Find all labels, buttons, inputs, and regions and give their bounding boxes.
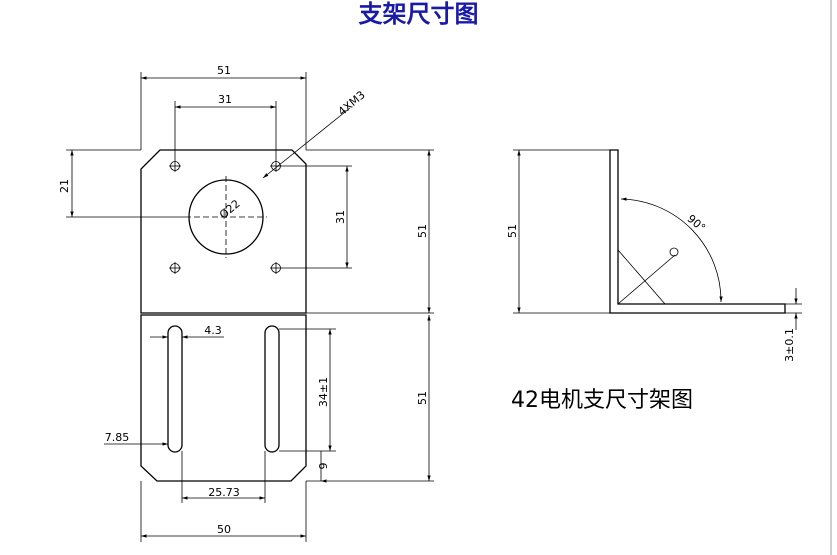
dim-angle: 90° bbox=[685, 212, 708, 234]
dim-slot-offset: 7.85 bbox=[105, 431, 130, 444]
dim-hole-spacing-top: 31 bbox=[218, 93, 232, 106]
dimension-lines bbox=[66, 72, 434, 542]
dim-bottom-width: 50 bbox=[217, 523, 231, 536]
dim-slot-length: 34±1 bbox=[317, 377, 330, 407]
right-border bbox=[830, 0, 832, 555]
slot-right bbox=[264, 325, 280, 453]
dim-hole-spec: 4XM3 bbox=[336, 88, 368, 118]
dim-thickness: 3±0.1 bbox=[783, 328, 796, 362]
dim-slot-width: 4.3 bbox=[204, 324, 222, 337]
lower-plate bbox=[140, 314, 307, 482]
upper-plate bbox=[140, 149, 307, 314]
dim-upper-height: 51 bbox=[416, 224, 429, 238]
side-view bbox=[513, 149, 802, 330]
dim-left-offset: 21 bbox=[58, 179, 71, 193]
mounting-holes bbox=[169, 160, 282, 274]
dim-side-height: 51 bbox=[506, 224, 519, 238]
dim-bore: Ø22 bbox=[217, 197, 243, 222]
page-title: 支架尺寸图 bbox=[358, 0, 479, 28]
slot-left bbox=[167, 325, 183, 453]
drawing-caption: 42电机支尺寸架图 bbox=[511, 388, 693, 413]
dim-hole-spacing-side: 31 bbox=[334, 210, 347, 224]
dim-top-width: 51 bbox=[217, 64, 231, 77]
dim-slot-bottom: 9 bbox=[317, 463, 330, 470]
dim-lower-height: 51 bbox=[416, 391, 429, 405]
dim-slot-spacing: 25.73 bbox=[208, 486, 240, 499]
